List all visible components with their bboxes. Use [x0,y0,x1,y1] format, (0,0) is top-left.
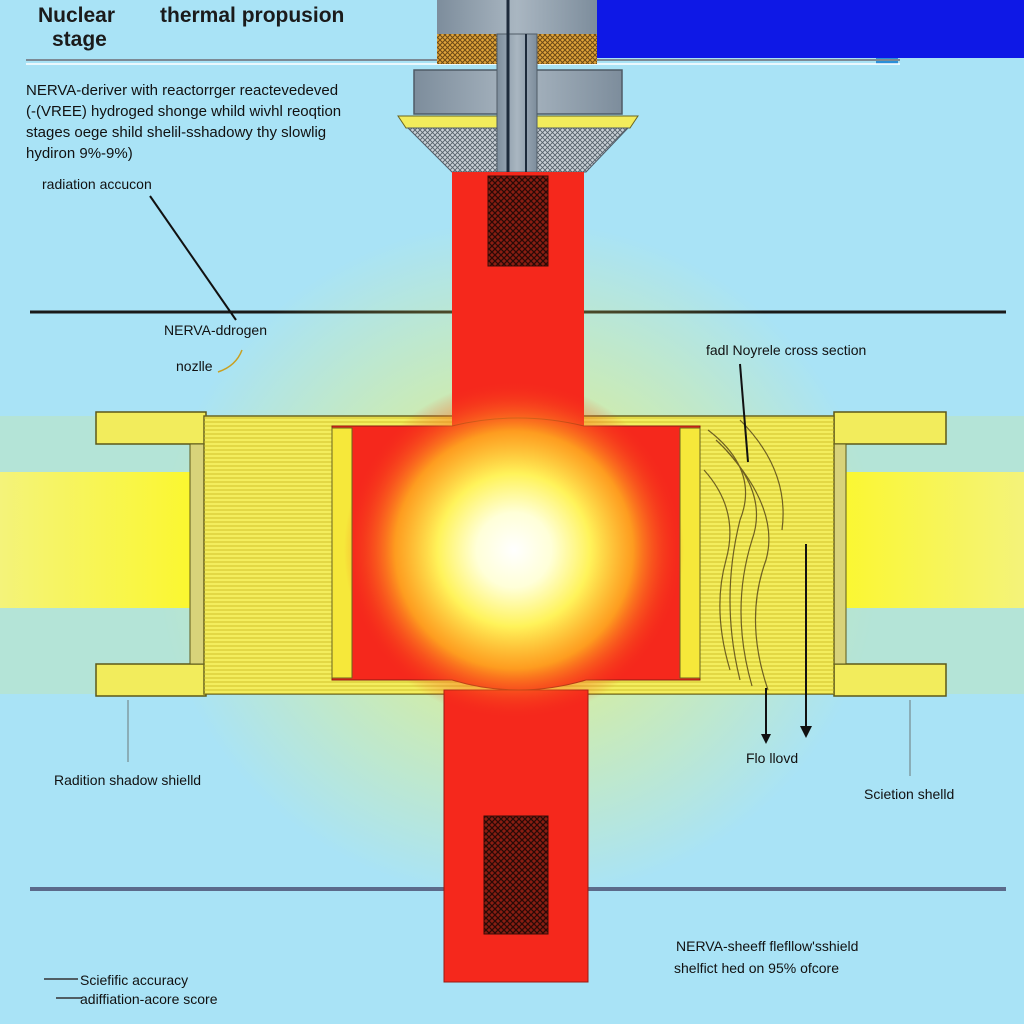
reactor-core-glow [344,380,684,720]
blue-block [596,0,1024,58]
diagram-title-line2: stage [52,28,107,51]
label-radiation-accucon: radiation accucon [42,176,152,192]
description-line: hydiron 9%-9%) [26,145,133,162]
label-flow: Flo llovd [746,750,799,766]
left-shield-flange [95,411,207,445]
diagram-title-line1b: thermal propusion [160,4,345,27]
steel-housing [437,0,597,34]
diagram-title-line1a: Nuclear [38,4,116,27]
label-nozzle: nozlle [176,358,213,374]
label-nerva-flow-shield-1: NERVA-sheeff flefllow'sshield [676,938,859,954]
label-fuel-nozzle-cross-section: fadl Noyrele cross section [706,342,867,358]
right-shield-flange [833,411,947,445]
label-radiation-score: adiffiation-acore score [80,991,218,1007]
label-nerva-hydrogen: NERVA-ddrogen [164,322,267,338]
description-line: NERVA-deriver with reactorrger reacteved… [26,82,339,99]
label-nerva-flow-shield-2: shelfict hed on 95% ofcore [674,960,839,976]
description-line: (-(VREE) hydroged shonge whild wivhl reo… [26,103,342,120]
label-scientific-accuracy: Sciefific accuracy [80,972,189,988]
label-radiation-shadow-shield: Radition shadow shielld [54,772,202,788]
description-block: NERVA-deriver with reactorrger reacteved… [26,80,446,164]
label-section-shield: Scietion shelld [864,786,955,802]
description-line: stages oege shild shelil-sshadowy thy sl… [26,124,327,141]
